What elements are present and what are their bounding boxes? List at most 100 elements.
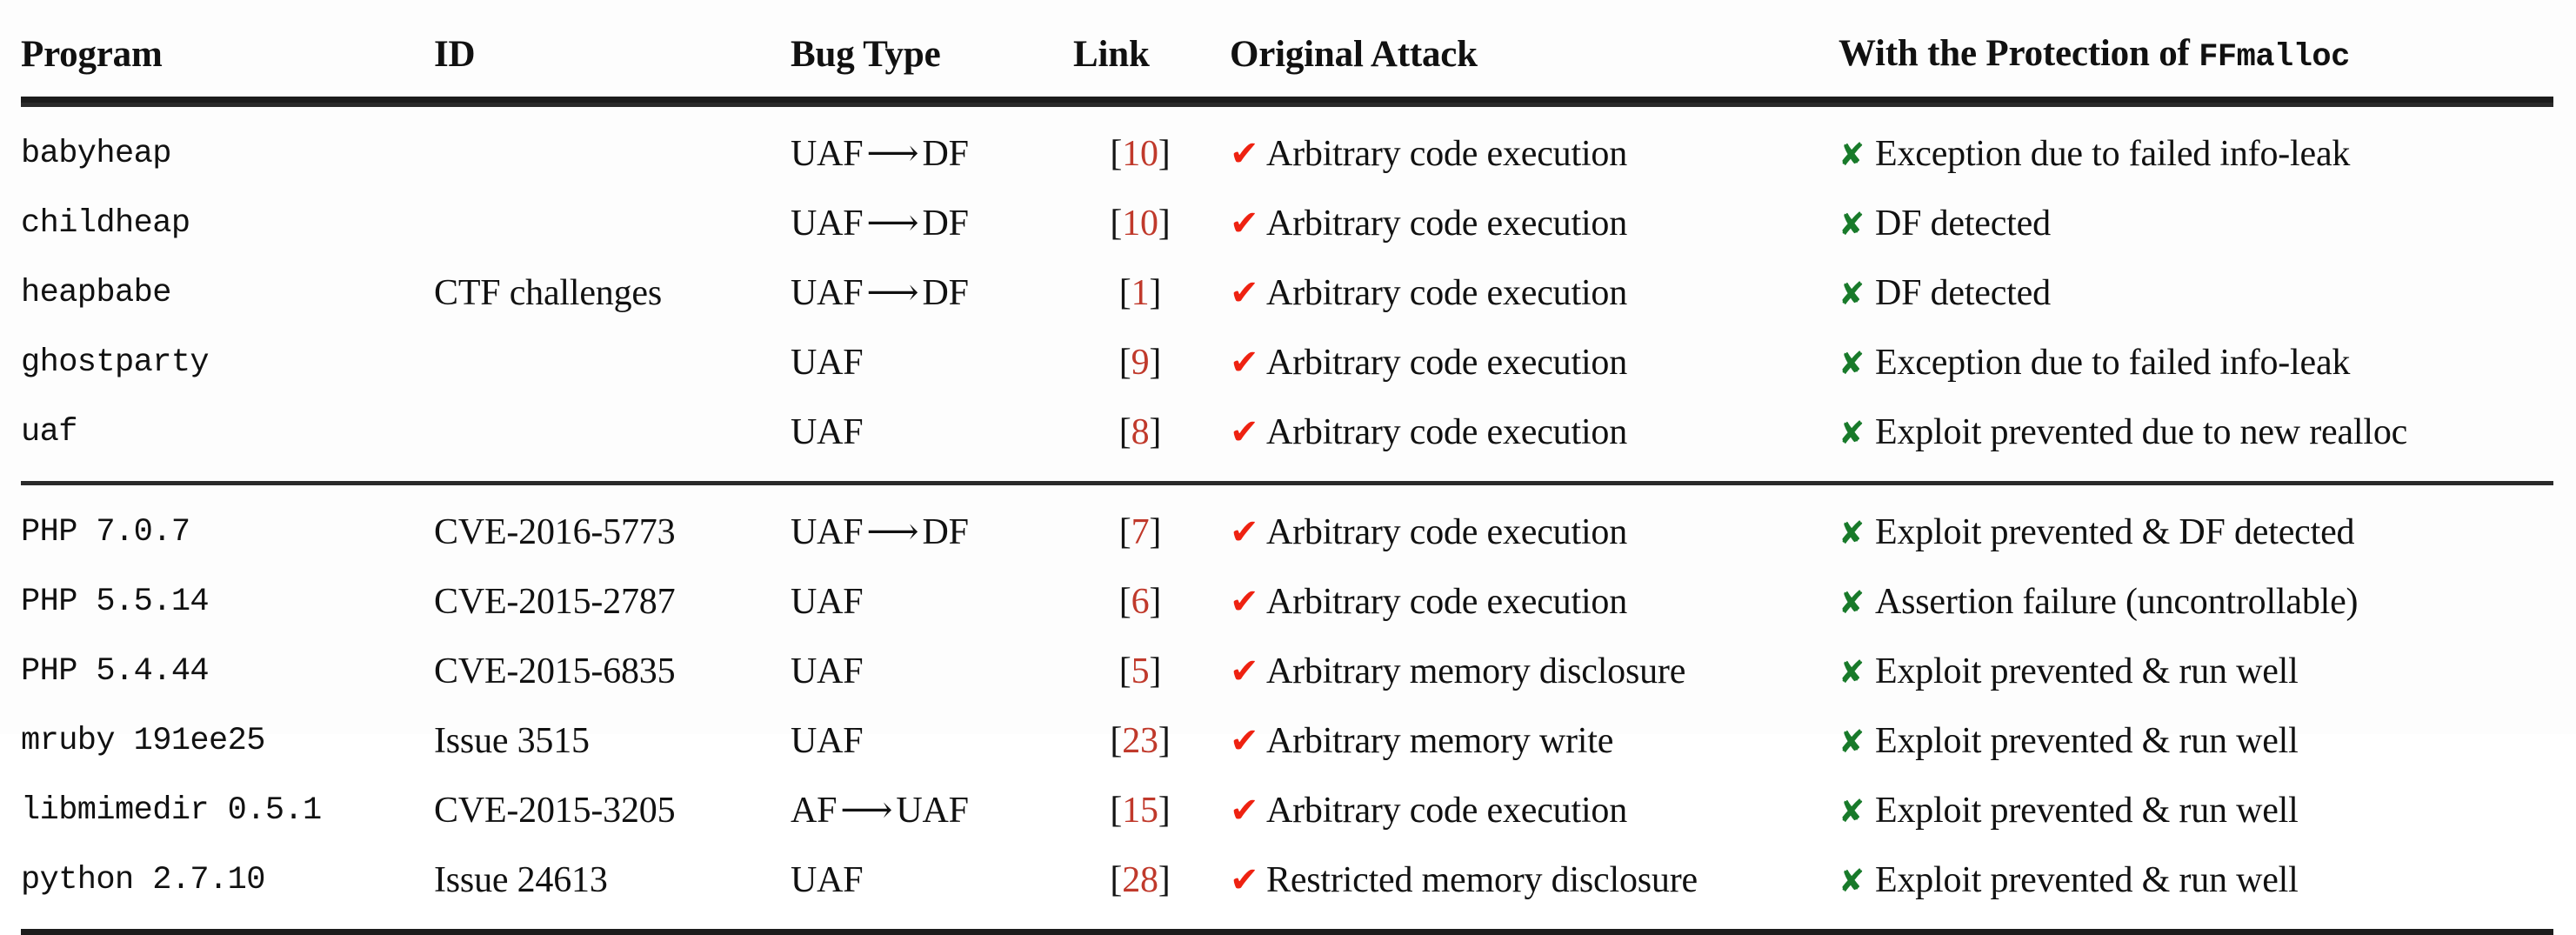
reference-link[interactable]: 7 xyxy=(1131,512,1150,552)
header-row: Program ID Bug Type Link Original Attack… xyxy=(21,14,2553,100)
reference-link[interactable]: 15 xyxy=(1122,791,1158,831)
check-icon: ✔ xyxy=(1230,724,1266,758)
bug-type-to: DF xyxy=(922,512,968,552)
table-bottom-rule xyxy=(21,932,2553,935)
check-icon: ✔ xyxy=(1230,515,1266,550)
protection-text: Assertion failure (uncontrollable) xyxy=(1875,582,2358,622)
bug-type-to: DF xyxy=(922,134,968,174)
cell-protection: ✘Exploit prevented & run well xyxy=(1839,706,2553,776)
group-spacer xyxy=(21,107,2553,119)
arrow-right-icon: ⟶ xyxy=(863,136,922,172)
column-header-protection: With the Protection of FFmalloc xyxy=(1839,14,2553,100)
reference-bracket-close: ] xyxy=(1158,134,1171,174)
original-attack-text: Arbitrary code execution xyxy=(1266,273,1627,313)
cell-id xyxy=(434,397,791,467)
column-header-protection-allocator-name: FFmalloc xyxy=(2199,39,2350,76)
cell-program: mruby 191ee25 xyxy=(21,706,434,776)
cell-original-attack: ✔Arbitrary code execution xyxy=(1230,776,1839,845)
reference-link[interactable]: 9 xyxy=(1131,343,1150,383)
cell-link: [10] xyxy=(1073,189,1230,258)
arrow-right-icon: ⟶ xyxy=(863,514,922,551)
arrow-right-icon: ⟶ xyxy=(863,205,922,242)
reference-link[interactable]: 8 xyxy=(1131,412,1150,452)
cell-program: uaf xyxy=(21,397,434,467)
cell-bug-type: UAF xyxy=(791,637,1073,706)
cell-original-attack: ✔Arbitrary code execution xyxy=(1230,498,1839,567)
cell-bug-type: UAF⟶DF xyxy=(791,258,1073,328)
cross-icon: ✘ xyxy=(1839,658,1875,689)
cell-link: [8] xyxy=(1073,397,1230,467)
bug-type-from: UAF xyxy=(791,204,863,244)
reference-bracket-close: ] xyxy=(1149,512,1161,552)
reference-bracket-open: [ xyxy=(1119,412,1131,452)
cell-protection: ✘Exploit prevented & run well xyxy=(1839,776,2553,845)
reference-bracket-close: ] xyxy=(1158,721,1171,761)
cell-original-attack: ✔Restricted memory disclosure xyxy=(1230,845,1839,915)
cross-icon: ✘ xyxy=(1839,727,1875,758)
reference-link[interactable]: 23 xyxy=(1122,721,1158,761)
cross-icon: ✘ xyxy=(1839,797,1875,828)
column-header-protection-prefix: With the Protection of xyxy=(1839,33,2199,74)
bug-type-from: UAF xyxy=(791,343,863,383)
reference-bracket-close: ] xyxy=(1149,582,1161,622)
cell-program: PHP 7.0.7 xyxy=(21,498,434,567)
reference-link[interactable]: 10 xyxy=(1122,204,1158,244)
arrow-right-icon: ⟶ xyxy=(837,792,896,829)
reference-link[interactable]: 10 xyxy=(1122,134,1158,174)
cell-link: [10] xyxy=(1073,119,1230,189)
cell-original-attack: ✔Arbitrary code execution xyxy=(1230,397,1839,467)
cell-link: [7] xyxy=(1073,498,1230,567)
reference-bracket-close: ] xyxy=(1158,204,1171,244)
group-spacer xyxy=(21,467,2553,484)
cell-original-attack: ✔Arbitrary code execution xyxy=(1230,258,1839,328)
evaluation-results-table: Program ID Bug Type Link Original Attack… xyxy=(21,14,2553,935)
protection-text: DF detected xyxy=(1875,204,2051,244)
check-icon: ✔ xyxy=(1230,206,1266,241)
cell-program: babyheap xyxy=(21,119,434,189)
cell-bug-type: UAF xyxy=(791,328,1073,397)
bug-type-to: DF xyxy=(922,273,968,313)
bug-type-from: UAF xyxy=(791,651,863,691)
reference-link[interactable]: 1 xyxy=(1131,273,1150,313)
cell-link: [5] xyxy=(1073,637,1230,706)
cell-bug-type: AF⟶UAF xyxy=(791,776,1073,845)
reference-link[interactable]: 6 xyxy=(1131,582,1150,622)
reference-bracket-close: ] xyxy=(1149,273,1161,313)
reference-bracket-close: ] xyxy=(1158,791,1171,831)
cell-program: libmimedir 0.5.1 xyxy=(21,776,434,845)
check-icon: ✔ xyxy=(1230,863,1266,898)
bug-type-from: UAF xyxy=(791,412,863,452)
check-icon: ✔ xyxy=(1230,276,1266,311)
reference-bracket-open: [ xyxy=(1119,343,1131,383)
protection-text: Exploit prevented & run well xyxy=(1875,721,2299,761)
reference-bracket-open: [ xyxy=(1119,651,1131,691)
reference-link[interactable]: 5 xyxy=(1131,651,1150,691)
protection-text: Exploit prevented & run well xyxy=(1875,860,2299,900)
bug-type-from: UAF xyxy=(791,582,863,622)
cell-link: [1] xyxy=(1073,258,1230,328)
bug-type-from: UAF xyxy=(791,860,863,900)
cell-id xyxy=(434,119,791,189)
cell-bug-type: UAF xyxy=(791,567,1073,637)
protection-text: Exploit prevented due to new realloc xyxy=(1875,412,2407,452)
original-attack-text: Arbitrary code execution xyxy=(1266,343,1627,383)
reference-link[interactable]: 28 xyxy=(1122,860,1158,900)
cell-original-attack: ✔Arbitrary memory write xyxy=(1230,706,1839,776)
bug-type-from: UAF xyxy=(791,273,863,313)
cell-program: childheap xyxy=(21,189,434,258)
original-attack-text: Arbitrary code execution xyxy=(1266,791,1627,831)
group-spacer xyxy=(21,485,2553,498)
table-figure: Program ID Bug Type Link Original Attack… xyxy=(0,0,2576,734)
cell-id: Issue 3515 xyxy=(434,706,791,776)
cross-icon: ✘ xyxy=(1839,279,1875,311)
original-attack-text: Arbitrary code execution xyxy=(1266,134,1627,174)
cell-id xyxy=(434,328,791,397)
bug-type-to: DF xyxy=(922,204,968,244)
cell-protection: ✘Assertion failure (uncontrollable) xyxy=(1839,567,2553,637)
original-attack-text: Arbitrary code execution xyxy=(1266,204,1627,244)
cell-link: [28] xyxy=(1073,845,1230,915)
